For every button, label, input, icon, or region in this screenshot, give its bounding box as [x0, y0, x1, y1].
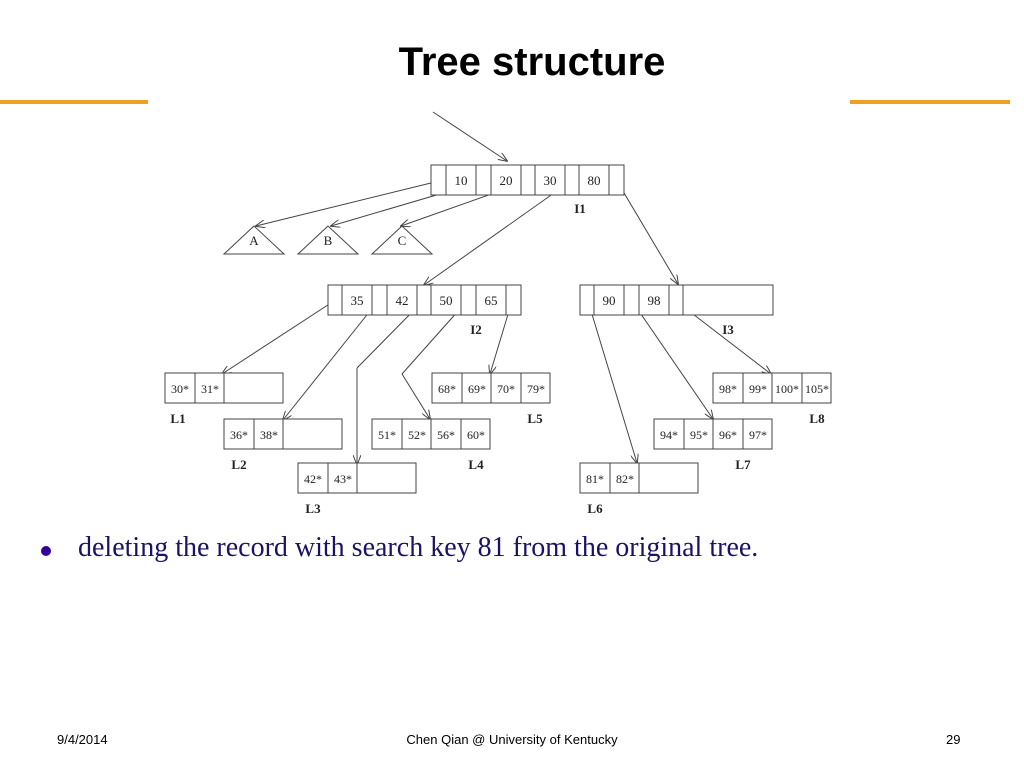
node-key: 98	[648, 293, 661, 308]
leaf-key: 79*	[527, 382, 545, 396]
node-key: 50	[440, 293, 453, 308]
index-node-I3: 90 98	[579, 284, 774, 316]
leaf-key: 60*	[467, 428, 485, 442]
edge-entry-root	[432, 111, 507, 161]
node-key: 20	[500, 173, 513, 188]
leaf-key: 82*	[616, 472, 634, 486]
subtree-label: A	[249, 233, 259, 248]
leaf-key: 97*	[749, 428, 767, 442]
edge-I2-L2	[283, 300, 379, 420]
leaf-key: 68*	[438, 382, 456, 396]
leaf-node-L3: 42* 43*	[297, 462, 417, 494]
subtree-B: B	[296, 225, 360, 255]
node-label-I3: I3	[722, 322, 734, 337]
node-key: 65	[485, 293, 498, 308]
node-label-I1: I1	[574, 201, 586, 216]
leaf-node-L4: 51* 52* 56* 60*	[371, 418, 491, 450]
leaf-node-L2: 36* 38*	[223, 418, 343, 450]
leaf-node-L7: 94* 95* 96* 97*	[653, 418, 773, 450]
leaf-label-L1: L1	[170, 411, 185, 426]
leaf-node-L1: 30* 31*	[164, 372, 284, 404]
leaf-key: 81*	[586, 472, 604, 486]
edge-I2-L4b	[401, 373, 430, 419]
node-key: 90	[603, 293, 616, 308]
leaf-key: 98*	[719, 382, 737, 396]
node-key: 10	[455, 173, 468, 188]
leaf-label-L7: L7	[735, 457, 751, 472]
footer-author: Chen Qian @ University of Kentucky	[406, 732, 618, 747]
node-key: 80	[588, 173, 601, 188]
leaf-key: 43*	[334, 472, 352, 486]
leaf-key: 69*	[468, 382, 486, 396]
leaf-key: 38*	[260, 428, 278, 442]
leaf-key: 99*	[749, 382, 767, 396]
edge-root-I2	[424, 180, 572, 285]
edge-I2-L1	[222, 300, 335, 374]
title-rule-right	[850, 100, 1010, 104]
leaf-key: 52*	[408, 428, 426, 442]
node-key: 30	[544, 173, 557, 188]
node-key: 42	[396, 293, 409, 308]
title-rule-left	[0, 100, 148, 104]
leaf-key: 95*	[690, 428, 708, 442]
leaf-key: 42*	[304, 472, 322, 486]
subtree-label: C	[398, 233, 407, 248]
leaf-label-L4: L4	[468, 457, 484, 472]
footer-page-number: 29	[946, 732, 961, 747]
index-node-I1: 10 20 30 80	[430, 164, 625, 196]
node-key: 35	[351, 293, 364, 308]
leaf-key: 96*	[719, 428, 737, 442]
node-label-I2: I2	[470, 322, 482, 337]
leaf-label-L6: L6	[587, 501, 603, 516]
edge-root-A	[256, 180, 440, 226]
bullet-dot	[41, 546, 51, 556]
leaf-key: 70*	[497, 382, 515, 396]
index-node-I2: 35 42 50 65	[327, 284, 522, 316]
footer-date: 9/4/2014	[57, 732, 108, 747]
leaf-key: 105*	[805, 382, 829, 396]
leaf-node-L5: 68* 69* 70* 79*	[431, 372, 551, 404]
leaf-key: 31*	[201, 382, 219, 396]
leaf-label-L3: L3	[305, 501, 321, 516]
leaf-key: 51*	[378, 428, 396, 442]
leaf-key: 56*	[437, 428, 455, 442]
leaf-label-L8: L8	[809, 411, 825, 426]
leaf-key: 100*	[775, 382, 799, 396]
leaf-label-L2: L2	[231, 457, 246, 472]
leaf-key: 36*	[230, 428, 248, 442]
bullet-text: deleting the record with search key 81 f…	[78, 532, 759, 563]
subtree-C: C	[370, 225, 434, 255]
leaf-key: 30*	[171, 382, 189, 396]
subtree-label: B	[324, 233, 333, 248]
leaf-key: 94*	[660, 428, 678, 442]
slide-title: Tree structure	[398, 40, 666, 84]
edge-I3-L7	[631, 300, 713, 419]
leaf-label-L5: L5	[527, 411, 543, 426]
leaf-node-L8: 98* 99* 100* 105*	[712, 372, 832, 404]
subtree-A: A	[222, 225, 286, 255]
edge-I3-L6	[587, 300, 637, 463]
edge-root-I3	[616, 180, 678, 284]
leaf-node-L6: 81* 82*	[579, 462, 699, 494]
